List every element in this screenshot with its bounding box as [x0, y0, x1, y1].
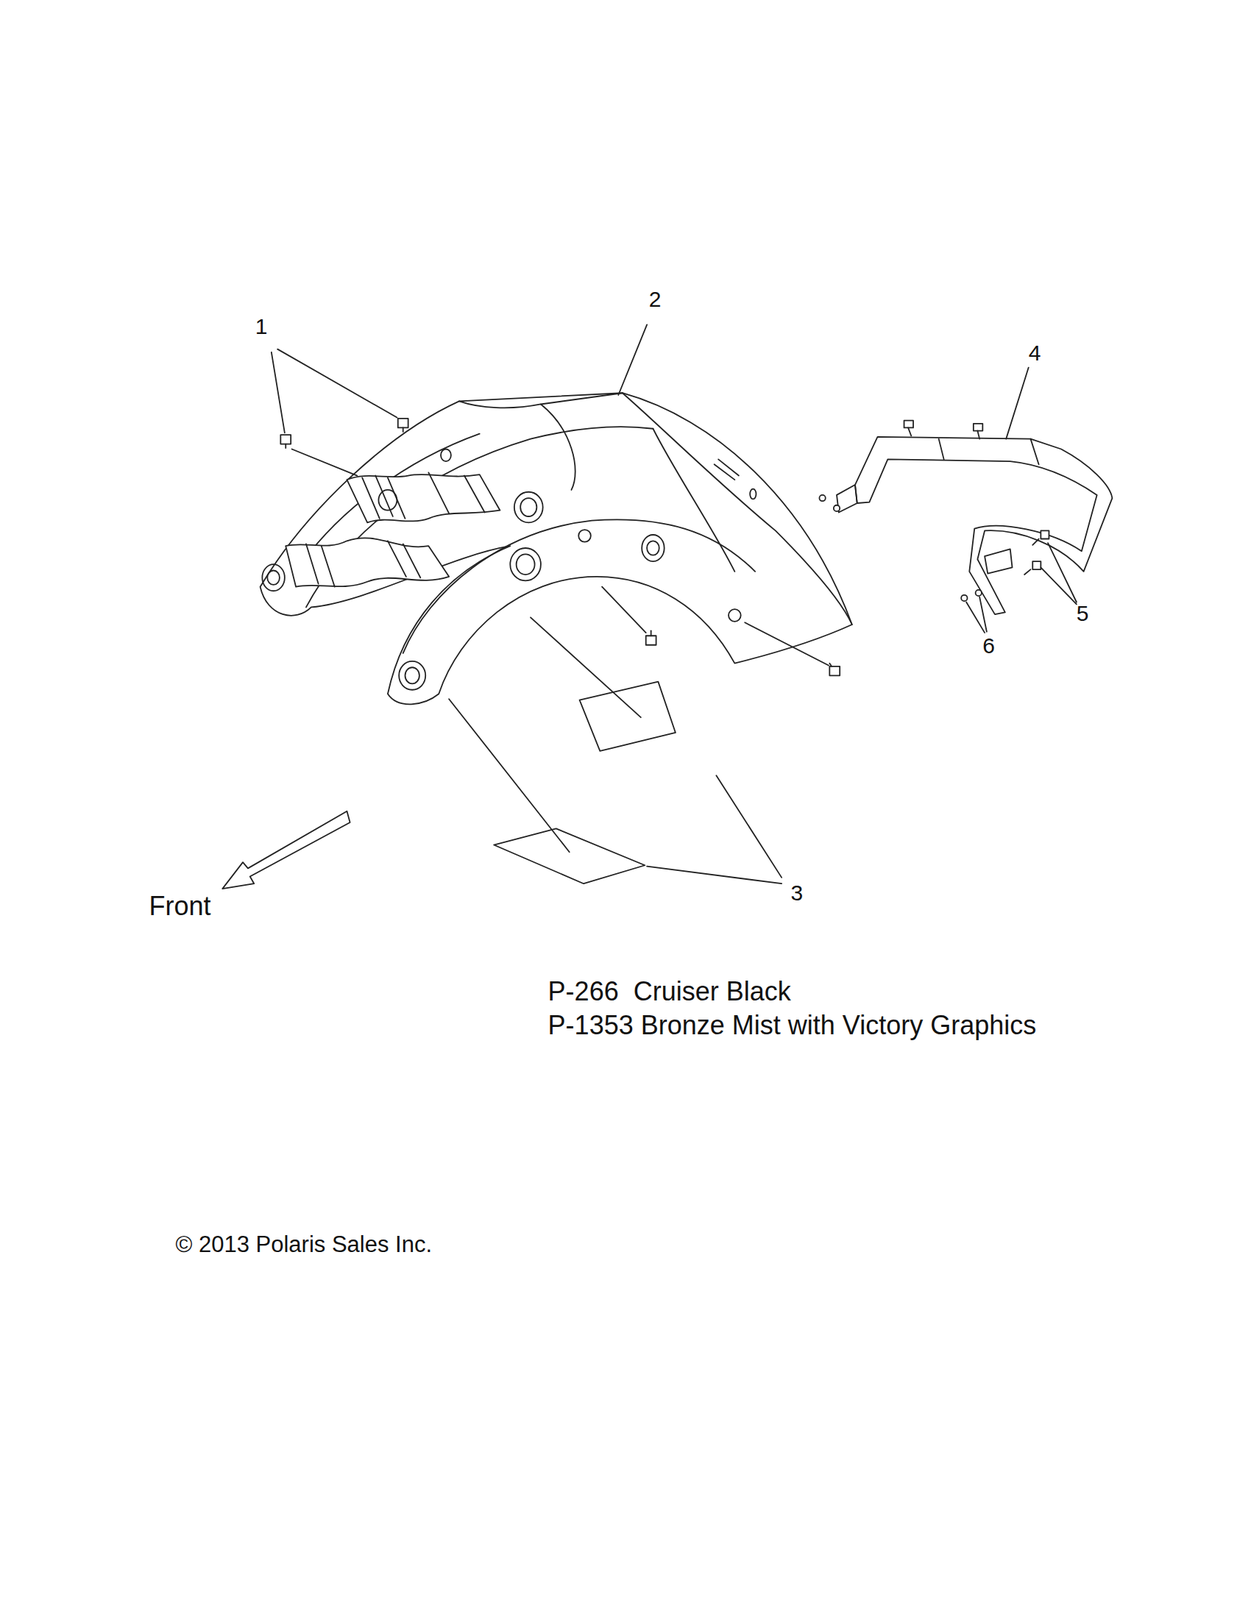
grommet: [520, 498, 537, 517]
near-band: [403, 519, 756, 654]
grommet: [378, 490, 397, 511]
leader-line: [448, 617, 641, 853]
callout-number: 6: [982, 633, 995, 658]
vent: [714, 459, 739, 480]
heat-shield: [285, 537, 449, 587]
color-note: P-266 Cruiser Black: [548, 977, 792, 1007]
bracket: [984, 548, 1012, 574]
bolt: [280, 418, 840, 676]
grommet: [514, 492, 544, 524]
hole: [578, 529, 591, 543]
grommet: [509, 548, 541, 581]
leader-line: [1040, 543, 1077, 605]
callout-number: 5: [1076, 601, 1090, 626]
strip: [493, 828, 645, 884]
crease: [622, 392, 853, 625]
grommet: [267, 571, 280, 586]
leader-line: [966, 597, 987, 634]
front-arrow: [222, 811, 350, 889]
callout-number: 2: [649, 286, 662, 312]
hole: [749, 489, 756, 500]
hole: [440, 449, 452, 463]
rear-trim: [855, 437, 1112, 615]
hole: [728, 609, 742, 622]
grommet: [261, 564, 285, 591]
leader-line: [1005, 367, 1029, 440]
rear-trim-crease: [938, 439, 1040, 466]
direction-label: Front: [148, 891, 211, 922]
strip: [579, 682, 676, 752]
leader-line: [646, 775, 782, 884]
color-note: P-1353 Bronze Mist with Victory Graphics: [548, 1011, 1037, 1041]
callout-number: 1: [255, 314, 268, 339]
bolt: [819, 420, 1049, 602]
grommet: [404, 667, 419, 684]
heat-shield-ribs: [306, 540, 421, 587]
leader-line: [618, 324, 647, 396]
grommet: [641, 534, 665, 562]
grommet: [398, 661, 426, 691]
crease: [459, 392, 623, 408]
callout-number: 4: [1028, 340, 1042, 365]
fender-shell: [260, 392, 853, 705]
copyright-note: © 2013 Polaris Sales Inc.: [175, 1232, 432, 1258]
leader-line: [292, 449, 358, 477]
grommet: [516, 554, 535, 575]
crease: [540, 403, 576, 490]
grommet: [646, 540, 660, 555]
leader-line: [271, 349, 398, 434]
leader-line: [601, 587, 829, 666]
callout-number: 3: [791, 880, 804, 906]
crease: [652, 429, 735, 572]
heat-shield-ribs: [362, 472, 485, 519]
